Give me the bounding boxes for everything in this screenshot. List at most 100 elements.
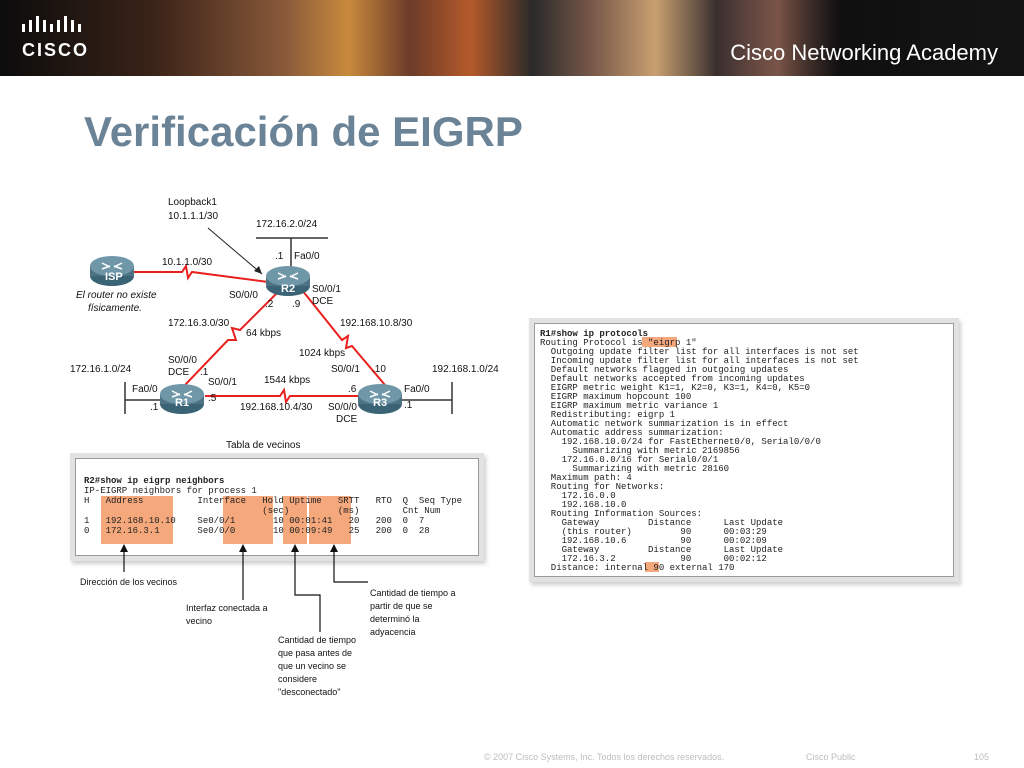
highlight-uptime xyxy=(309,496,351,544)
router-isp-icon xyxy=(90,256,134,286)
r2-dot9: .9 xyxy=(292,299,301,310)
highlight-address xyxy=(101,496,173,544)
protocols-line-3: Outgoing update filter list for all inte… xyxy=(540,347,859,357)
r2-s001-label: S0/0/1 xyxy=(312,284,341,295)
net-right-link-label: 192.168.10.8/30 xyxy=(340,318,413,329)
annotation-interface-2: vecino xyxy=(186,616,213,626)
highlight-eigrp-process xyxy=(642,337,677,347)
highlight-hold xyxy=(283,496,307,544)
protocols-line-18: Routing for Networks: xyxy=(540,482,665,492)
loopback-ip: 10.1.1.1/30 xyxy=(168,211,219,222)
protocols-line-10: Redistributing: eigrp 1 xyxy=(540,410,676,420)
footer-page-number: 105 xyxy=(974,752,990,762)
loopback-arrowhead xyxy=(254,266,262,274)
router-r1-icon xyxy=(160,384,204,414)
annotation-interface-1: Interfaz conectada a xyxy=(186,603,268,613)
neighbors-line-6: 0 172.16.3.1 Se0/0/0 10 00:09:49 25 200 … xyxy=(84,526,430,536)
router-r3-icon xyxy=(358,384,402,414)
r3-fa-label: Fa0/0 xyxy=(404,384,430,395)
loopback-label: Loopback1 xyxy=(168,197,217,208)
neighbors-terminal: R2#show ip eigrp neighbors IP-EIGRP neig… xyxy=(75,458,479,556)
r1-dot1-top: .1 xyxy=(200,367,209,378)
net-left-label: 172.16.1.0/24 xyxy=(70,364,132,375)
isp-note-1: El router no existe xyxy=(76,290,157,301)
protocols-line-22: Gateway Distance Last Update xyxy=(540,518,784,528)
r2-dce-label: DCE xyxy=(312,296,334,307)
annotation-uptime-1: Cantidad de tiempo a xyxy=(370,588,456,598)
r3-s001-label: S0/0/1 xyxy=(331,364,360,375)
protocols-line-19: 172.16.0.0 xyxy=(540,491,616,501)
neighbors-caption: Tabla de vecinos xyxy=(226,440,301,451)
protocols-line-17: Maximum path: 4 xyxy=(540,473,632,483)
link-r1-r3 xyxy=(205,387,370,405)
protocols-line-2: Routing Protocol is "eigrp 1" xyxy=(540,338,697,348)
net-right-label: 192.168.1.0/24 xyxy=(432,364,499,375)
protocols-line-15: 172.16.0.0/16 for Serial0/0/1 xyxy=(540,455,719,465)
r1-fa-label: Fa0/0 xyxy=(132,384,158,395)
protocols-line-12: Automatic address summarization: xyxy=(540,428,724,438)
protocols-line-9: EIGRP maximum metric variance 1 xyxy=(540,401,719,411)
academy-title: Cisco Networking Academy xyxy=(730,40,998,65)
protocols-line-20: 192.168.10.0 xyxy=(540,500,627,510)
annotation-arrows xyxy=(120,544,368,632)
protocols-line-4: Incoming update filter list for all inte… xyxy=(540,356,859,366)
footer-copyright: © 2007 Cisco Systems, Inc. Todos los der… xyxy=(484,752,725,762)
protocols-line-14: Summarizing with metric 2169856 xyxy=(540,446,740,456)
network-diagram xyxy=(90,227,453,414)
protocols-line-6: Default networks accepted from incoming … xyxy=(540,374,805,384)
protocols-line-21: Routing Information Sources: xyxy=(540,509,703,519)
neighbors-line-2: IP-EIGRP neighbors for process 1 xyxy=(84,486,257,496)
protocols-line-27: Distance: internal 90 external 170 xyxy=(540,563,735,573)
r3-dot10: .10 xyxy=(372,364,386,375)
header-banner: CISCO Cisco Networking Academy xyxy=(0,0,1024,76)
isp-label: ISP xyxy=(105,271,123,283)
highlight-distance-internal xyxy=(645,562,659,572)
protocols-line-8: EIGRP maximum hopcount 100 xyxy=(540,392,692,402)
r1-dot5: .5 xyxy=(208,393,217,404)
r2-fa-label: Fa0/0 xyxy=(294,251,320,262)
neighbors-line-3: H Address Interface Hold Uptime SRTT RTO… xyxy=(84,496,463,506)
annotation-uptime-2: partir de que se xyxy=(370,601,433,611)
neighbors-line-5: 1 192.168.10.10 Se0/0/1 10 00:01:41 20 2… xyxy=(84,516,425,526)
r1-s000-label: S0/0/0 xyxy=(168,355,197,366)
cisco-logo-icon xyxy=(22,16,81,32)
annotation-hold-2: que pasa antes de xyxy=(278,648,353,658)
link-r2-r1 xyxy=(184,289,281,386)
r2-dot2: .2 xyxy=(265,299,274,310)
r1-dot1: .1 xyxy=(150,402,159,413)
r3-dot1: .1 xyxy=(404,400,413,411)
annotation-uptime-4: adyacencia xyxy=(370,627,416,637)
loopback-arrow xyxy=(207,227,263,275)
r1-label: R1 xyxy=(175,397,190,409)
highlight-interface xyxy=(223,496,273,544)
r1-dce-label: DCE xyxy=(168,367,190,378)
protocols-line-1: R1#show ip protocols xyxy=(540,329,649,339)
bw-1024-label: 1024 kbps xyxy=(299,348,346,359)
r2-s000-label: S0/0/0 xyxy=(229,290,258,301)
annotation-hold-3: que un vecino se xyxy=(278,661,347,671)
r3-dot6: .6 xyxy=(348,384,357,395)
protocols-terminal: R1#show ip protocols Routing Protocol is… xyxy=(534,323,954,577)
isp-link-label: 10.1.1.0/30 xyxy=(162,257,213,268)
r3-dce-label: DCE xyxy=(336,414,358,425)
r2-label: R2 xyxy=(281,283,296,295)
isp-note-2: físicamente. xyxy=(88,303,142,314)
annotation-address: Dirección de los vecinos xyxy=(80,577,178,587)
annotation-hold-1: Cantidad de tiempo xyxy=(278,635,357,645)
banner-shade xyxy=(704,0,1024,76)
protocols-line-13: 192.168.10.0/24 for FastEthernet0/0, Ser… xyxy=(540,437,821,447)
r3-s000-label: S0/0/0 xyxy=(328,402,357,413)
annotation-uptime-3: determinó la xyxy=(370,614,420,624)
neighbors-line-4: (sec) (ms) Cnt Num xyxy=(84,506,441,516)
protocols-line-7: EIGRP metric weight K1=1, K2=0, K3=1, K4… xyxy=(540,383,811,393)
annotation-hold-4: considere xyxy=(278,674,318,684)
protocols-line-5: Default networks flagged in outgoing upd… xyxy=(540,365,789,375)
protocols-line-26: 172.16.3.2 90 00:02:12 xyxy=(540,554,767,564)
protocols-line-23: (this router) 90 00:03:29 xyxy=(540,527,767,537)
bw-64-label: 64 kbps xyxy=(246,328,282,339)
r1-s001-label: S0/0/1 xyxy=(208,377,237,388)
protocols-line-25: Gateway Distance Last Update xyxy=(540,545,784,555)
neighbors-line-1: R2#show ip eigrp neighbors xyxy=(84,476,225,486)
footer-classification: Cisco Public xyxy=(806,752,856,762)
link-r2-r3 xyxy=(301,289,386,386)
